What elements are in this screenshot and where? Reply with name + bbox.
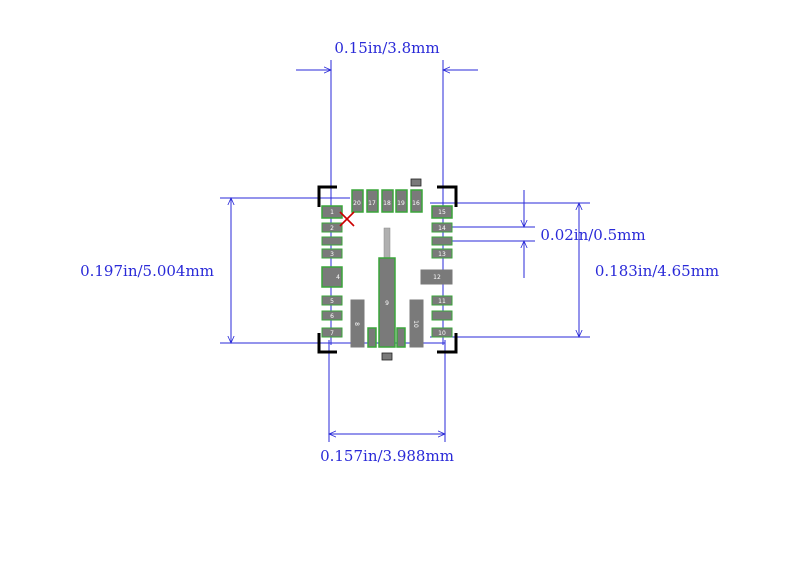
top-fiducial — [410, 178, 422, 187]
pad-14 — [431, 222, 453, 233]
pad-11 — [431, 295, 453, 306]
pad-label: 14 — [438, 225, 446, 232]
pad-label: 12 — [433, 274, 441, 281]
pad-19 — [395, 189, 408, 213]
pad-label: 16 — [412, 200, 420, 207]
pad-pitch-right — [431, 236, 453, 246]
pad-small-left — [367, 327, 377, 348]
pad-16 — [410, 189, 423, 213]
pad-label: 10 — [412, 320, 419, 328]
pad-label: 11 — [438, 298, 446, 305]
pad-label: 5 — [330, 298, 334, 305]
bottom-width-label: 0.157in/3.988mm — [320, 447, 454, 465]
pad-label: 10 — [438, 330, 446, 337]
pad-label: 3 — [330, 251, 334, 258]
left-height-label: 0.197in/5.004mm — [80, 262, 214, 280]
right-pads: 15 14 13 12 11 10 — [420, 205, 453, 338]
pad-8 — [350, 299, 365, 348]
pad-18 — [381, 189, 394, 213]
pitch-label: 0.02in/0.5mm — [540, 226, 645, 244]
pad-10 — [409, 299, 424, 348]
pad-13 — [431, 248, 453, 259]
pad-label: 4 — [336, 274, 340, 281]
top-pads: 20 17 18 19 16 — [351, 189, 423, 213]
pad-11b — [431, 310, 453, 321]
pad-label: 19 — [397, 200, 405, 207]
pad-17 — [366, 189, 379, 213]
left-pads: 1 2 3 4 5 6 7 — [321, 205, 343, 338]
pad-label: 8 — [353, 322, 360, 326]
pad-label: 20 — [353, 200, 361, 207]
pad-label: 18 — [383, 200, 391, 207]
bottom-fiducial — [381, 352, 393, 361]
pad-6 — [321, 310, 343, 321]
pad-15 — [431, 205, 453, 219]
bottom-dimension — [329, 340, 445, 442]
pad-label: 2 — [330, 225, 334, 232]
pad-2 — [321, 222, 343, 233]
pad-pitch — [321, 236, 343, 246]
pad-4 — [321, 266, 343, 288]
pad-small-right — [396, 327, 406, 348]
courtyard-corners — [317, 185, 458, 354]
pad-20 — [351, 189, 364, 213]
pad-label: 15 — [438, 209, 446, 216]
pitch-dimension — [445, 190, 535, 278]
pad-12 — [420, 269, 453, 285]
pad-label: 7 — [330, 330, 334, 337]
top-width-label: 0.15in/3.8mm — [334, 39, 439, 57]
right-dimension — [430, 203, 590, 337]
pad-9 — [378, 257, 396, 348]
pad-5 — [321, 295, 343, 306]
right-height-label: 0.183in/4.65mm — [595, 262, 719, 280]
left-dimension — [220, 198, 445, 343]
center-stub — [383, 227, 391, 259]
pad-label: 13 — [438, 251, 446, 258]
pin1-marker-icon — [339, 211, 355, 227]
pad-10b — [431, 327, 453, 338]
pad-label: 9 — [385, 300, 389, 307]
pad-3 — [321, 248, 343, 259]
pad-label: 17 — [368, 200, 376, 207]
pad-label: 1 — [330, 209, 334, 216]
pad-1 — [321, 205, 343, 219]
pad-label: 6 — [330, 313, 334, 320]
pad-7 — [321, 327, 343, 338]
